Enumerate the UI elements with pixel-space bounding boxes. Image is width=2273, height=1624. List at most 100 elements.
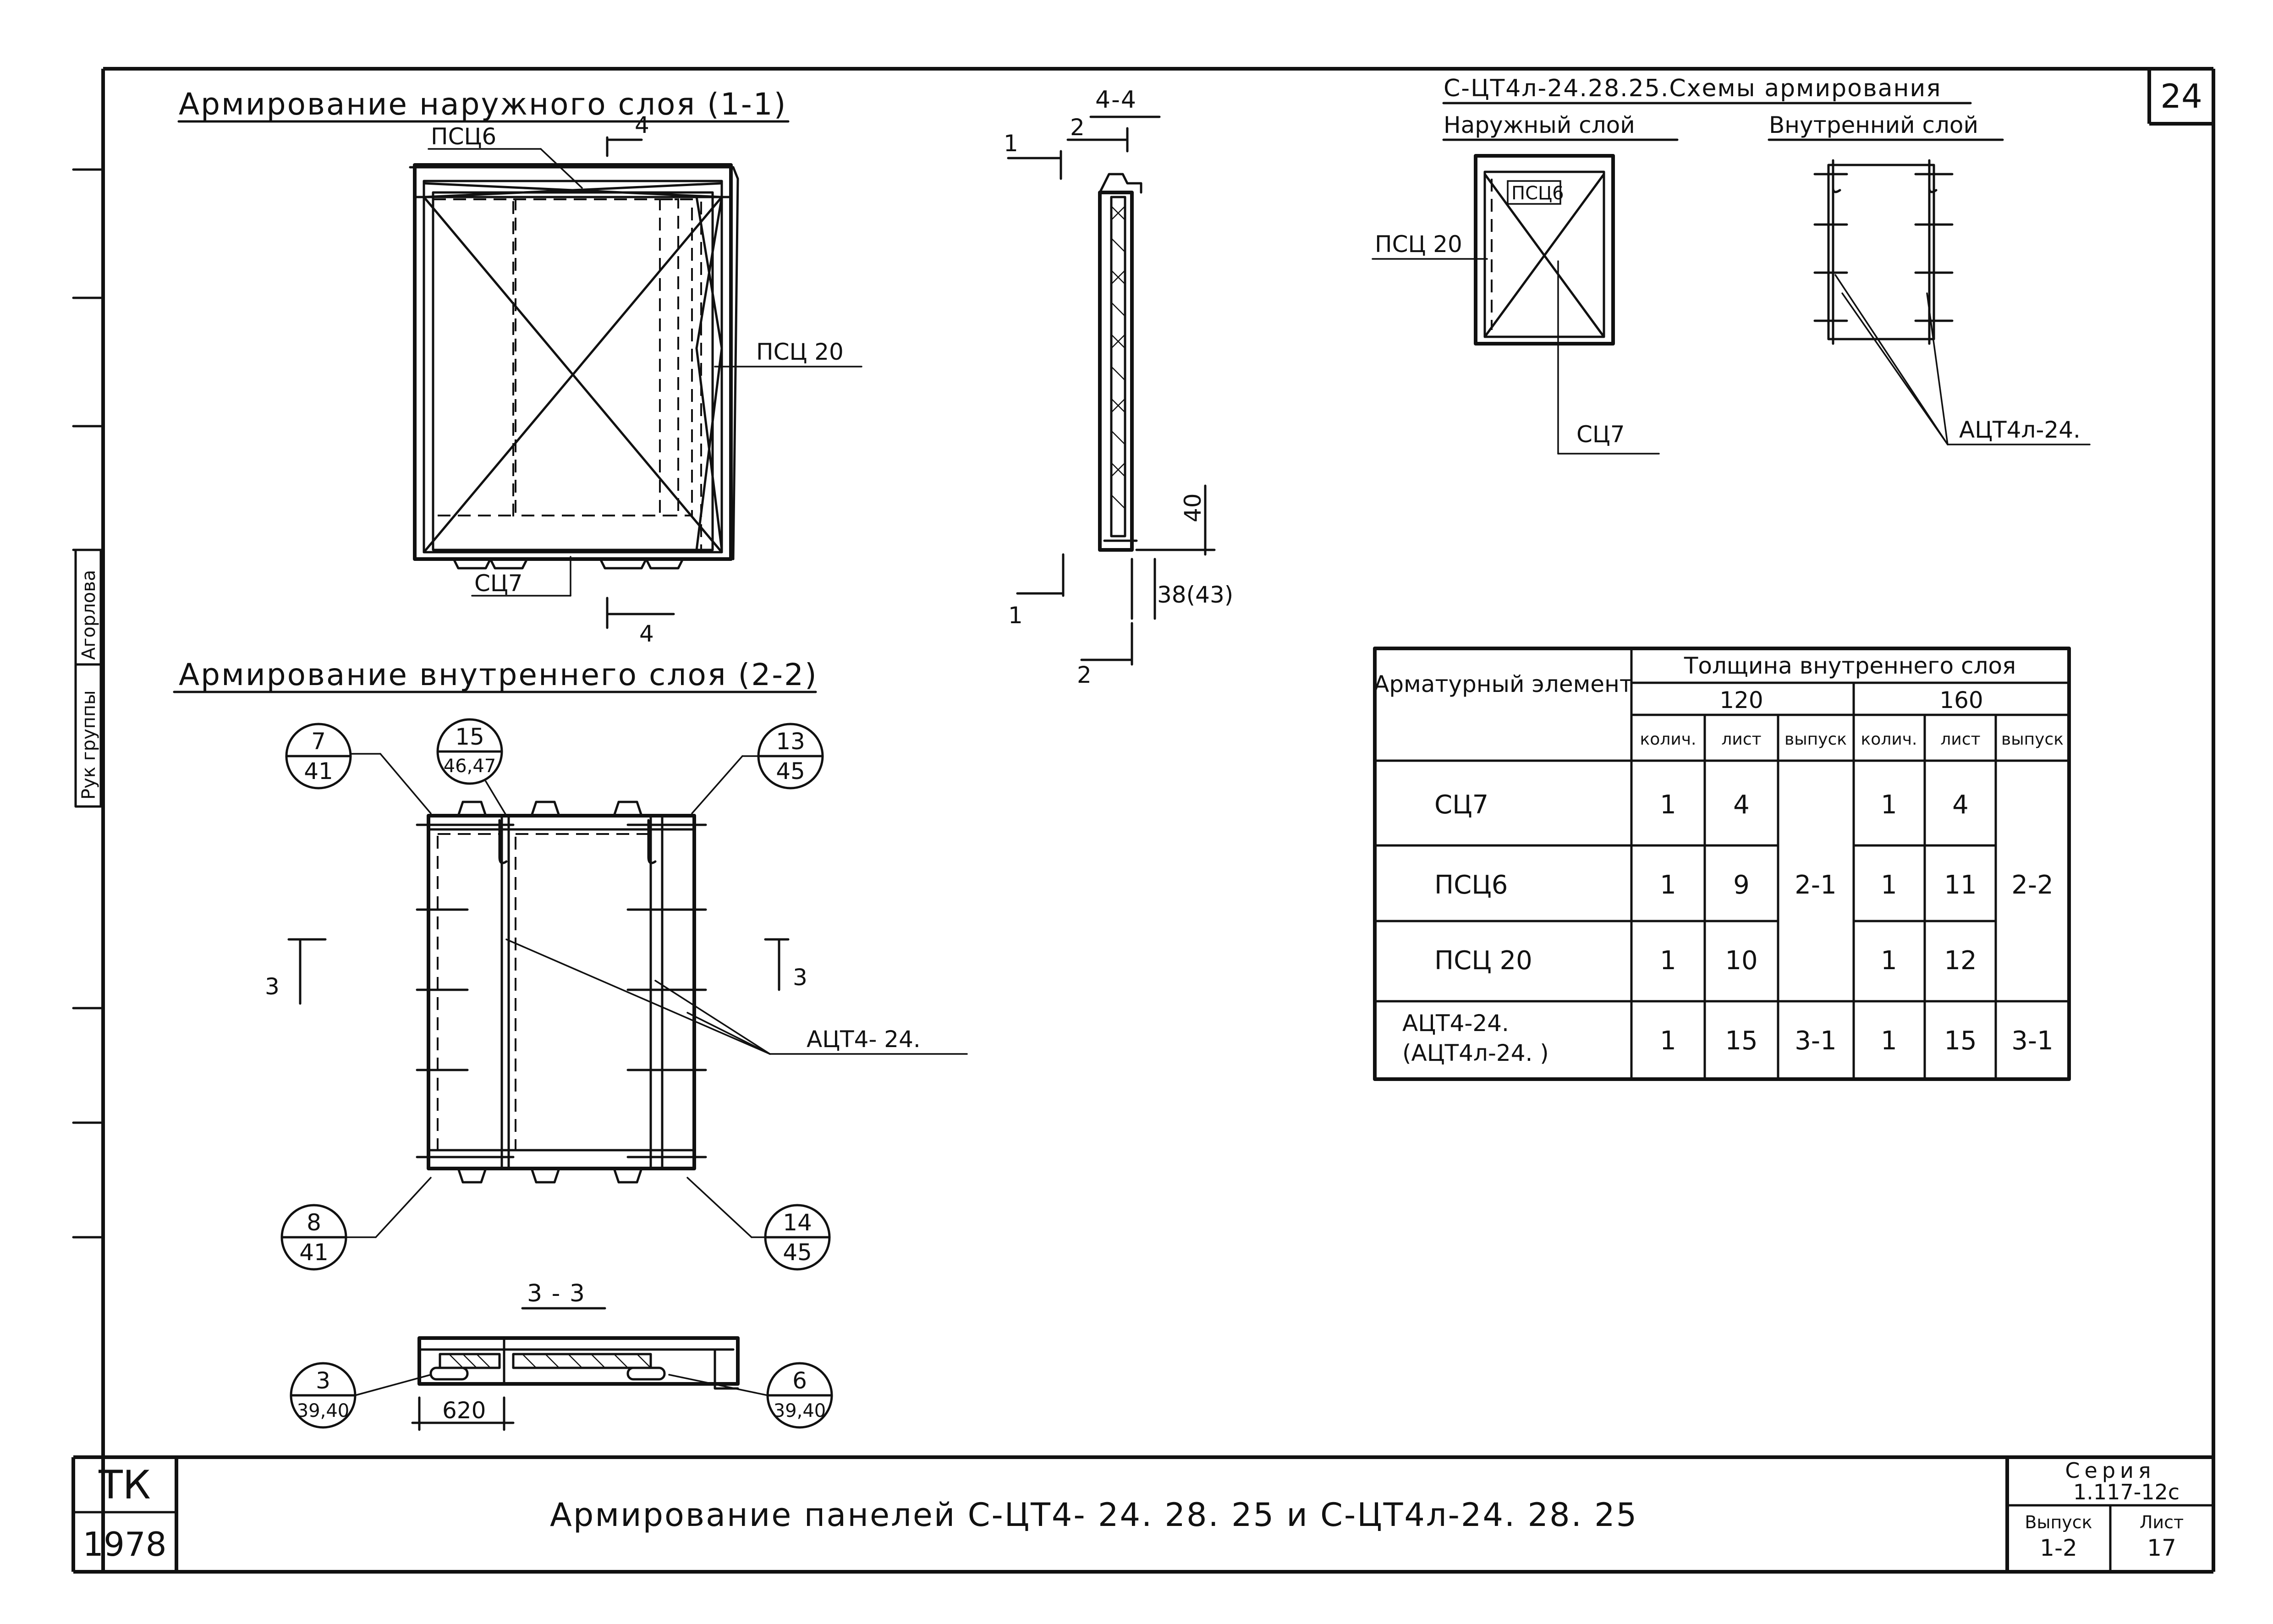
callout-3-sheets: 39,40 [297, 1400, 350, 1421]
row2-qty-b: 1 [1881, 870, 1897, 900]
section-4-4: 4-4 1 2 1 [1004, 86, 1233, 688]
row2-qty-a: 1 [1660, 870, 1676, 900]
svg-text:41: 41 [299, 1239, 329, 1266]
scheme-outer-panel [1474, 154, 1615, 346]
issue-label: Выпуск [2025, 1512, 2092, 1532]
scheme-psc20: ПСЦ 20 [1375, 231, 1462, 258]
row2-element: ПСЦ6 [1434, 870, 1508, 900]
row4-issue-b: 3-1 [2011, 1026, 2053, 1056]
svg-text:15: 15 [455, 724, 484, 750]
series-label: Серия [2065, 1458, 2155, 1483]
row1-sheet-a: 4 [1733, 790, 1750, 820]
sheet-label: Лист [2140, 1512, 2184, 1532]
sheet-value: 17 [2147, 1535, 2176, 1561]
issue-merged-a: 2-1 [1795, 870, 1836, 900]
section-33-title: 3 - 3 [527, 1280, 586, 1307]
dim-620: 620 [442, 1397, 486, 1424]
svg-text:8: 8 [307, 1209, 321, 1236]
scheme-sc7: СЦ7 [1576, 421, 1625, 448]
issue-merged-b: 2-2 [2011, 870, 2053, 900]
row3-element: ПСЦ 20 [1434, 946, 1532, 976]
mark-1-top: 1 [1004, 130, 1018, 157]
section-mark-4-bottom: 4 [639, 620, 654, 647]
insulation-hatch [1111, 206, 1126, 509]
dim-40: 40 [1180, 493, 1206, 522]
label-psc6: ПСЦ6 [431, 123, 496, 150]
th-sheet-b: лист [1940, 730, 1980, 749]
inner-layer-title: Армирование внутреннего слоя (2-2) [179, 657, 818, 692]
row1-sheet-b: 4 [1952, 790, 1969, 820]
row2-sheet-a: 9 [1733, 870, 1750, 900]
section-mark-3-left: 3 [265, 973, 280, 1000]
svg-text:13: 13 [776, 728, 805, 755]
dim-38-43: 38(43) [1157, 582, 1233, 608]
svg-text:45: 45 [783, 1239, 812, 1266]
label-act4-24: АЦТ4- 24. [807, 1026, 921, 1053]
label-psc20: ПСЦ 20 [756, 339, 844, 365]
section-44-title: 4-4 [1095, 86, 1137, 114]
row3-sheet-b: 12 [1944, 946, 1977, 976]
drawing-title: Армирование панелей С-ЦТ4- 24. 28. 25 и … [550, 1496, 1638, 1534]
callout-8-41: 8 41 [280, 1177, 432, 1271]
section-mark-4-top: 4 [635, 112, 649, 138]
svg-text:14: 14 [783, 1209, 812, 1236]
th-thickness-a: 120 [1719, 687, 1763, 713]
row1-element: СЦ7 [1434, 790, 1488, 820]
callout-6: 6 [792, 1367, 807, 1394]
row4-sheet-b: 15 [1944, 1026, 1977, 1056]
row1-qty-b: 1 [1881, 790, 1897, 820]
row4-qty-b: 1 [1881, 1026, 1897, 1056]
th-thickness-b: 160 [1939, 687, 1983, 713]
th-sheet-a: лист [1721, 730, 1761, 749]
outer-layer-title: Армирование наружного слоя (1-1) [179, 87, 787, 122]
sheet-number: 24 [2160, 77, 2202, 115]
th-issue-a: выпуск [1784, 730, 1847, 749]
callout-7-41: 7 41 [285, 723, 432, 814]
outer-panel-outline [413, 163, 733, 561]
scheme-act4l: АЦТ4л-24. [1959, 417, 2081, 443]
row3-qty-b: 1 [1881, 946, 1897, 976]
insulation-hatch-33 [439, 1353, 652, 1369]
th-qty-a: колич. [1640, 730, 1697, 749]
callout-15-4647: 15 46,47 [436, 718, 507, 817]
stamp-role: Рук группы [78, 690, 99, 800]
row4-issue-a: 3-1 [1795, 1026, 1836, 1056]
row1-qty-a: 1 [1660, 790, 1676, 820]
schemes-title: С-ЦТ4л-24.28.25.Схемы армирования [1444, 75, 1942, 102]
callout-3: 3 [316, 1367, 330, 1394]
th-element-1: Арматурный элемент [1373, 671, 1633, 697]
row2-sheet-b: 11 [1944, 870, 1977, 900]
svg-text:46,47: 46,47 [444, 756, 496, 777]
reinforcement-table: Арматурный элемент Толщина внутреннего с… [1373, 647, 2071, 1081]
callout-14-45: 14 45 [686, 1177, 831, 1271]
schemes-inner-label: Внутренний слой [1769, 112, 1978, 138]
outer-layer-view: Армирование наружного слоя (1-1) 4 4 [177, 87, 862, 647]
section-mark-3-right: 3 [793, 964, 807, 991]
sheet-number-box: 24 [2147, 69, 2213, 126]
th-group: Толщина внутреннего слоя [1684, 653, 2016, 679]
th-issue-b: выпуск [2001, 730, 2064, 749]
th-qty-b: колич. [1861, 730, 1917, 749]
side-stamp: Рук группы Агорлова [74, 549, 102, 808]
row3-qty-a: 1 [1660, 946, 1676, 976]
svg-text:45: 45 [776, 758, 805, 785]
inner-panel-outline [427, 814, 696, 1170]
callout-6-sheets: 39,40 [774, 1400, 826, 1421]
org-code: ТК [98, 1462, 151, 1508]
row4-sheet-a: 15 [1725, 1026, 1757, 1056]
stamp-name: Агорлова [78, 570, 99, 660]
series-value: 1.117-12с [2073, 1480, 2180, 1504]
mark-2-bottom: 2 [1077, 662, 1092, 688]
title-block: ТК 1978 Армирование панелей С-ЦТ4- 24. 2… [71, 1457, 2215, 1573]
sheet-frame [72, 67, 2215, 1574]
row3-sheet-a: 10 [1725, 946, 1757, 976]
inner-layer-view: Армирование внутреннего слоя (2-2) [173, 657, 968, 1271]
callout-13-45: 13 45 [691, 723, 824, 814]
scheme-psc6: ПСЦ6 [1511, 183, 1564, 204]
svg-text:41: 41 [304, 758, 333, 785]
schemes-outer-label: Наружный слой [1444, 112, 1635, 138]
section-3-3: 3 - 3 620 3 39,40 [290, 1280, 833, 1431]
year: 1978 [82, 1525, 166, 1564]
row4-element: АЦТ4-24. [1402, 1010, 1509, 1037]
schemes-view: С-ЦТ4л-24.28.25.Схемы армирования Наружн… [1372, 75, 2091, 455]
